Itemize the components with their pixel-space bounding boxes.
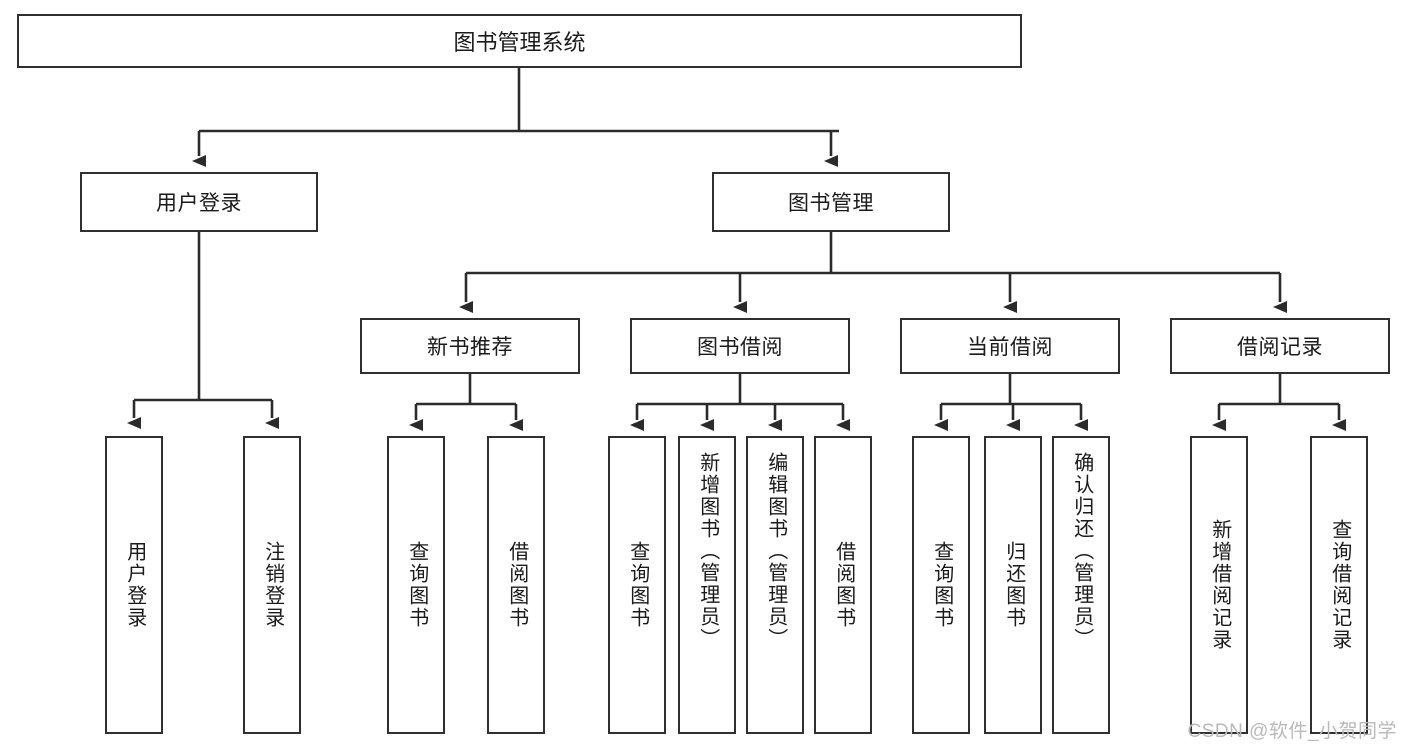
node-root-label: 图书管理系统: [453, 30, 586, 55]
node-current-borrow[interactable]: 当前借阅: [900, 318, 1120, 374]
leaf-borrow-book-rec-label: 借阅图书: [505, 541, 528, 629]
leaf-query-borrow-record[interactable]: 查询借阅记录: [1310, 436, 1368, 734]
node-root[interactable]: 图书管理系统: [17, 14, 1022, 68]
leaf-query-book-rec-label: 查询图书: [405, 541, 428, 629]
leaf-return-book[interactable]: 归还图书: [984, 436, 1042, 734]
leaf-borrow-book[interactable]: 借阅图书: [814, 436, 872, 734]
leaf-borrow-book-label: 借阅图书: [832, 541, 855, 629]
leaf-query-borrow-record-label: 查询借阅记录: [1328, 519, 1351, 651]
leaf-query-book-current[interactable]: 查询图书: [912, 436, 970, 734]
leaf-edit-book-admin[interactable]: 编辑图书（管理员）: [746, 436, 804, 734]
leaf-user-login[interactable]: 用户登录: [105, 436, 163, 734]
leaf-confirm-return-admin-label: 确认归还（管理员）: [1070, 452, 1093, 650]
leaf-query-book-rec[interactable]: 查询图书: [387, 436, 445, 734]
node-book-borrow-label: 图书借阅: [697, 336, 783, 359]
leaf-query-book-borrow[interactable]: 查询图书: [608, 436, 666, 734]
node-book-borrow[interactable]: 图书借阅: [630, 318, 850, 374]
node-new-book-recommend[interactable]: 新书推荐: [360, 318, 580, 374]
node-book-management[interactable]: 图书管理: [712, 172, 950, 232]
leaf-add-borrow-record-label: 新增借阅记录: [1208, 519, 1231, 651]
node-user-login[interactable]: 用户登录: [80, 172, 318, 232]
leaf-query-book-current-label: 查询图书: [930, 541, 953, 629]
leaf-logout[interactable]: 注销登录: [243, 436, 301, 734]
leaf-confirm-return-admin[interactable]: 确认归还（管理员）: [1052, 436, 1110, 734]
leaf-add-borrow-record[interactable]: 新增借阅记录: [1190, 436, 1248, 734]
node-user-login-label: 用户登录: [156, 192, 242, 215]
leaf-logout-label: 注销登录: [261, 541, 284, 629]
leaf-query-book-borrow-label: 查询图书: [626, 541, 649, 629]
leaf-add-book-admin-label: 新增图书（管理员）: [696, 452, 719, 650]
leaf-add-book-admin[interactable]: 新增图书（管理员）: [678, 436, 736, 734]
node-new-book-recommend-label: 新书推荐: [427, 336, 513, 359]
node-borrow-record[interactable]: 借阅记录: [1170, 318, 1390, 374]
leaf-user-login-label: 用户登录: [123, 541, 146, 629]
leaf-edit-book-admin-label: 编辑图书（管理员）: [764, 452, 787, 650]
node-borrow-record-label: 借阅记录: [1237, 336, 1323, 359]
leaf-return-book-label: 归还图书: [1002, 541, 1025, 629]
leaf-borrow-book-rec[interactable]: 借阅图书: [487, 436, 545, 734]
node-book-management-label: 图书管理: [788, 192, 874, 215]
node-current-borrow-label: 当前借阅: [967, 336, 1053, 359]
watermark: CSDN @软件_小贺同学: [1187, 721, 1397, 742]
